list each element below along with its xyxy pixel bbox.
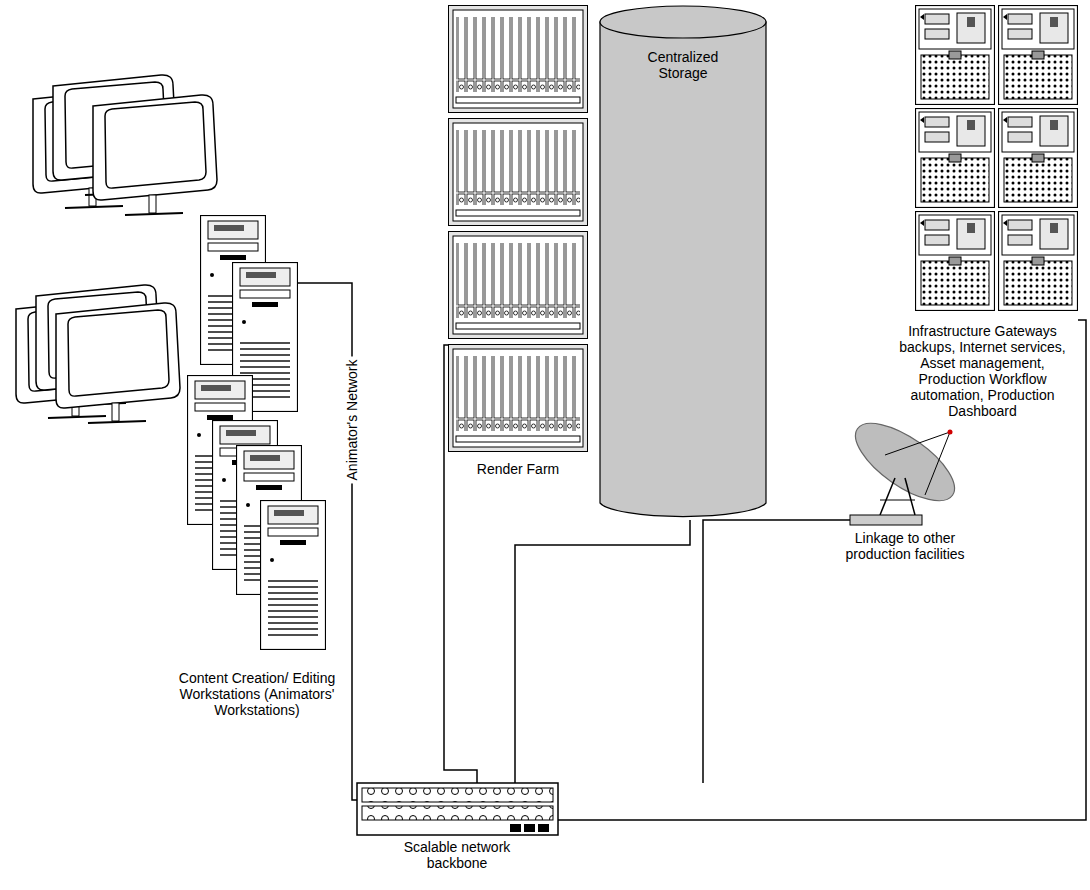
node-label: Render Farm: [448, 461, 588, 477]
network-link: [444, 345, 477, 783]
render-farm-illustration: [449, 6, 588, 452]
network-switch: Scalable network backbone: [357, 783, 558, 878]
network-switch: [357, 783, 558, 835]
storage-cylinder: [600, 6, 766, 517]
network-link: [703, 520, 825, 783]
storage-cylinder: Centralized Storage: [598, 5, 768, 520]
satellite-dish: [825, 409, 966, 525]
network-label: Animator's Network: [344, 357, 360, 484]
workstation-group: Content Creation/ Editing Workstations (…: [5, 80, 345, 745]
infrastructure-servers: Infrastructure Gateways backups, Interne…: [885, 5, 1080, 425]
node-label: Linkage to other production facilities: [830, 530, 980, 562]
satellite-link: Linkage to other production facilities: [825, 425, 985, 595]
network-link: [515, 520, 690, 783]
render-farm: Render Farm: [448, 5, 588, 490]
node-label: Centralized Storage: [623, 49, 743, 81]
network-link: [558, 320, 1086, 820]
node-label: Infrastructure Gateways backups, Interne…: [885, 323, 1080, 419]
server-rack: [916, 6, 1081, 321]
node-label: Scalable network backbone: [382, 839, 532, 871]
edge-label-holder: Animator's Network: [344, 357, 360, 484]
node-label: Content Creation/ Editing Workstations (…: [177, 670, 337, 718]
workstation-illustration: [16, 75, 345, 650]
